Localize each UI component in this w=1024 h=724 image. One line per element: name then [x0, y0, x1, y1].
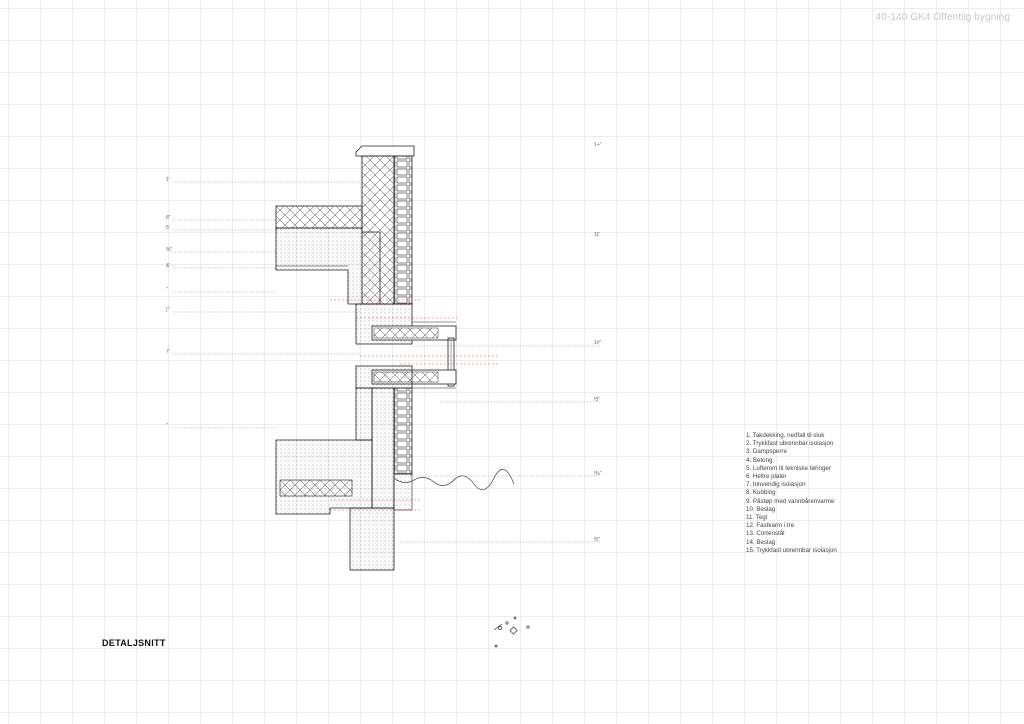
level-mark: &' — [166, 263, 170, 269]
level-marks-right: 1+" 11' 1#" !5" !%" !5" — [594, 142, 602, 543]
legend-item: 2. Trykkfast ubrennbar isolasjon — [746, 440, 834, 448]
legend-item: 3. Dampsperre — [746, 448, 787, 456]
legend-item: 12. Fastkarm i tre — [746, 522, 795, 530]
level-mark: !5" — [594, 397, 600, 403]
level-mark: 1+" — [594, 142, 602, 148]
level-mark: !%" — [594, 471, 602, 477]
level-mark: " — [166, 287, 168, 293]
legend-item: 9. Påstøp med vannbårenvarme — [746, 497, 835, 505]
level-mark: 1' — [166, 177, 170, 183]
level-mark: 1#" — [594, 340, 602, 346]
level-mark: (" — [166, 307, 170, 313]
level-leader-lines-left — [172, 181, 360, 429]
material-legend: 1. Takdekking, nedfall til sluk 2. Trykk… — [746, 432, 837, 555]
legend-item: 15. Trykkfast ubrennbar isolasjon — [746, 546, 837, 554]
lower-wall-section — [275, 387, 515, 571]
north-arrow-icon — [493, 616, 530, 648]
level-marks-left: 1' 8" 5' %" &' " (" 7' " — [166, 177, 172, 429]
level-mark: 8" — [166, 215, 171, 221]
legend-item: 10. Beslag — [746, 505, 776, 513]
legend-item: 6. Heltre plater — [746, 473, 787, 481]
level-leader-lines-right — [400, 345, 600, 543]
window-detail — [355, 303, 457, 389]
level-mark: " — [166, 423, 168, 429]
upper-wall-section — [275, 145, 415, 305]
level-mark: 11' — [594, 232, 600, 238]
legend-item: 4. Betong — [746, 456, 773, 464]
level-mark: %" — [166, 247, 172, 253]
drawing-title: DETALJSNITT — [102, 638, 166, 648]
legend-item: 14. Beslag — [746, 538, 776, 546]
level-mark: !5" — [594, 537, 600, 543]
legend-item: 1. Takdekking, nedfall til sluk — [746, 432, 825, 439]
level-mark: 5' — [166, 225, 170, 231]
legend-item: 11. Tegl — [746, 514, 768, 522]
legend-item: 8. Kubbing — [746, 489, 776, 497]
sheet-header-title: 40-140 GK4 Offentlig bygning — [875, 12, 1010, 23]
legend-item: 13. Cortenstål — [746, 530, 785, 538]
legend-item: 5. Lufterom til tekniske føringer — [746, 464, 831, 472]
legend-item: 7. Innvendig isolasjon — [746, 481, 806, 489]
level-mark: 7' — [166, 349, 170, 355]
